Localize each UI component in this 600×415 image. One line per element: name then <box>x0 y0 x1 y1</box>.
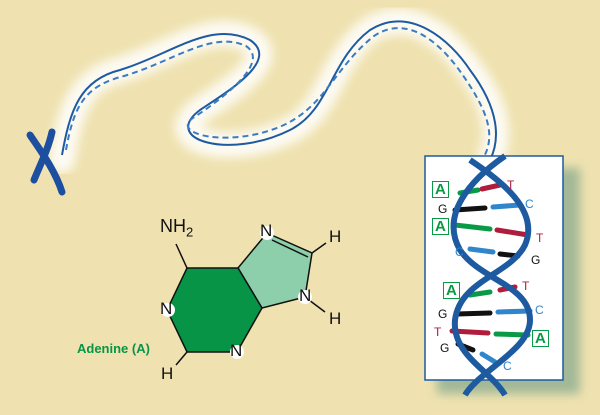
base-label-right: T <box>536 231 544 245</box>
base-label-left: G <box>438 307 448 321</box>
base-label-right: A <box>532 330 549 347</box>
double-helix <box>450 153 534 397</box>
base-label-right: C <box>535 303 544 317</box>
amine-label: NH2 <box>160 216 194 240</box>
molecule-name: Adenine (A) <box>77 341 150 356</box>
base-label-left: T <box>434 325 442 339</box>
dna-glow-path <box>49 8 509 173</box>
atom-n9: N <box>299 286 312 305</box>
base-label-left: G <box>438 202 448 216</box>
base-label-left: A <box>432 181 449 198</box>
base-label-left: G <box>440 341 450 355</box>
chromosome-icon <box>26 128 66 196</box>
adenine-molecule <box>161 226 327 366</box>
atom-n3: N <box>230 341 243 360</box>
atom-n7: N <box>260 221 273 240</box>
atom-h9: H <box>329 309 342 328</box>
base-label-left: A <box>443 282 460 299</box>
base-label-right: T <box>522 279 530 293</box>
base-label-right: T <box>507 178 515 192</box>
dna-strand <box>61 20 497 161</box>
base-label-right: C <box>503 359 512 373</box>
atom-h2: H <box>161 364 174 383</box>
base-label-left: A <box>432 218 449 235</box>
base-label-right: G <box>531 253 541 267</box>
atom-h8: H <box>329 227 342 246</box>
atom-n1: N <box>160 299 173 318</box>
base-label-right: C <box>525 197 534 211</box>
base-label-left: C <box>455 245 464 259</box>
